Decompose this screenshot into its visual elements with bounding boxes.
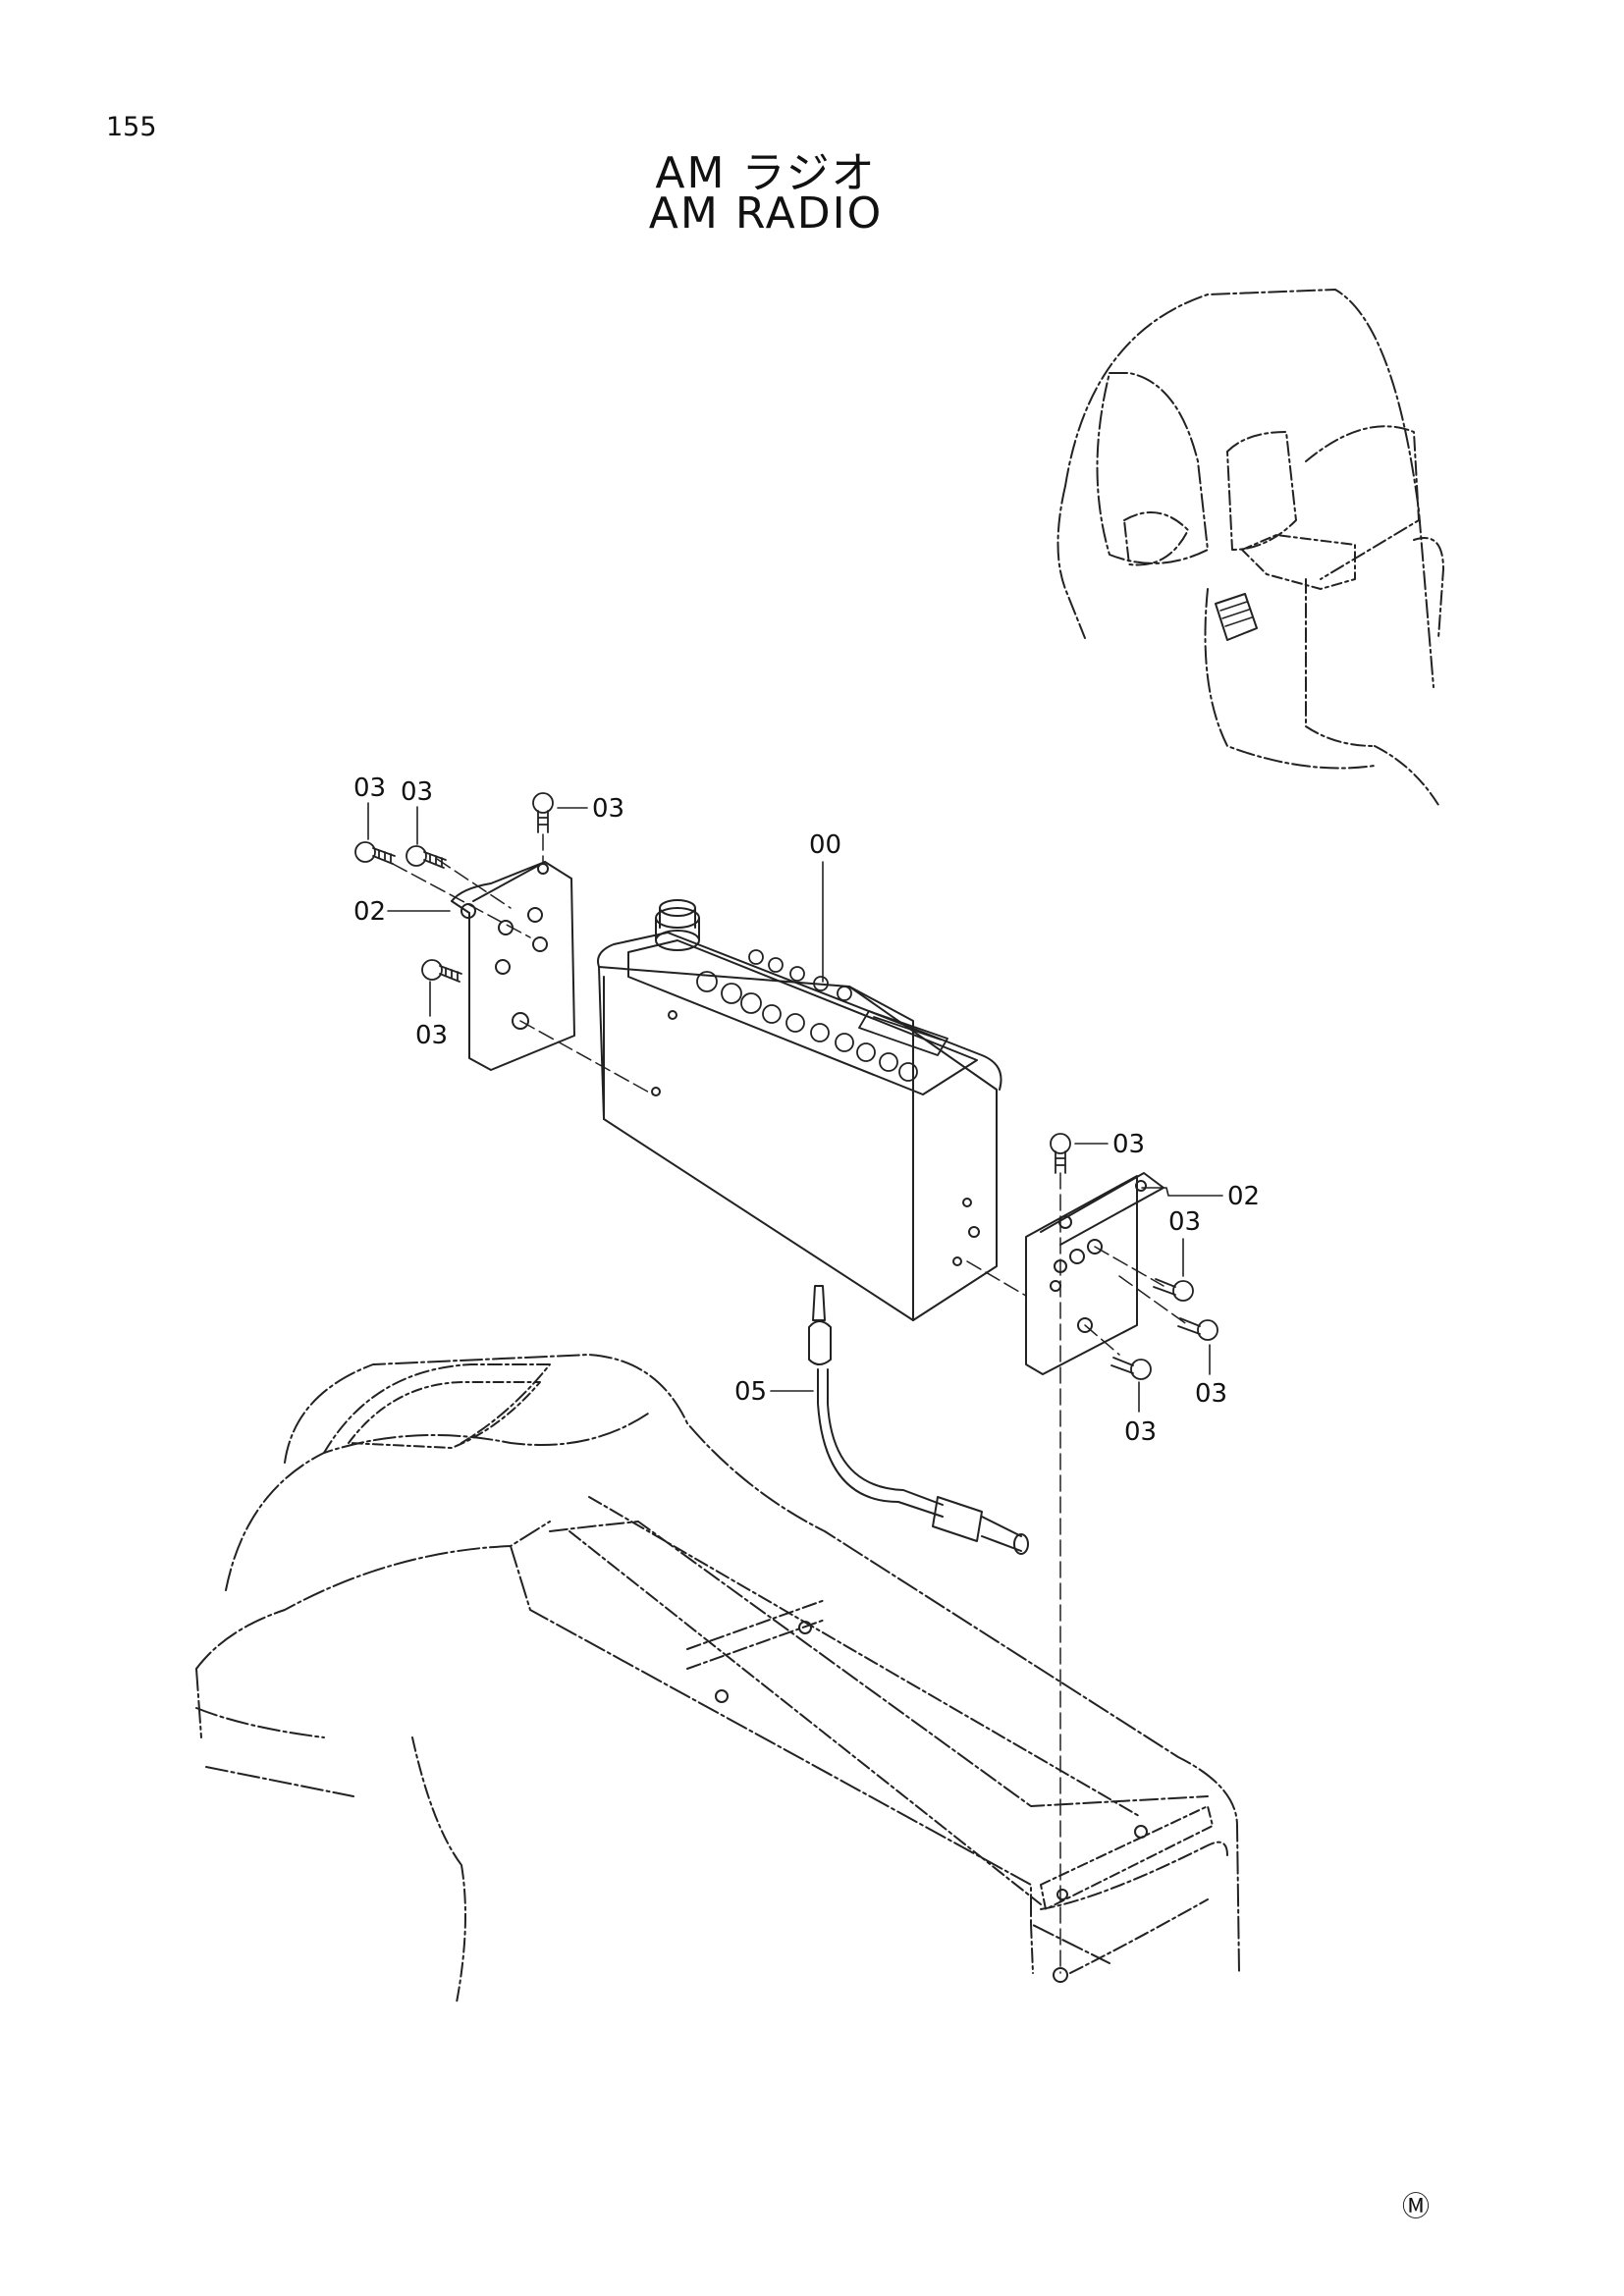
callout-screw-3: 03 xyxy=(592,794,624,824)
callout-screw-6: 03 xyxy=(1168,1207,1201,1237)
m-mark-symbol: Ⓜ xyxy=(1402,2190,1431,2222)
title-japanese: AM ラジオ xyxy=(655,148,877,198)
console-body-illustration xyxy=(195,1354,1240,2003)
assembly-guide-lines xyxy=(392,833,1189,1974)
leader-lines xyxy=(367,802,1223,1413)
callout-bracket-right: 02 xyxy=(1227,1182,1260,1211)
callout-screw-8: 03 xyxy=(1124,1417,1157,1447)
callout-radio: 00 xyxy=(809,830,841,860)
title-english: AM RADIO xyxy=(648,188,884,239)
radio-unit-illustration xyxy=(597,899,1002,1321)
cab-inset-illustration xyxy=(1056,289,1444,806)
callout-screw-5: 03 xyxy=(1112,1130,1145,1159)
left-bracket-illustration xyxy=(451,861,575,1071)
callout-bracket-left: 02 xyxy=(353,897,386,927)
callout-screw-4: 03 xyxy=(415,1021,448,1050)
page-number: 155 xyxy=(106,112,157,142)
callout-screw-7: 03 xyxy=(1195,1379,1227,1409)
screw-illustrations xyxy=(354,792,1218,1380)
antenna-cable-illustration xyxy=(808,1285,1029,1555)
callout-screw-2: 03 xyxy=(401,777,433,807)
callout-antenna-cable: 05 xyxy=(734,1377,767,1407)
callout-labels: 03 03 03 00 02 03 03 02 03 05 03 03 xyxy=(353,774,1260,1447)
callout-screw-1: 03 xyxy=(353,774,386,803)
